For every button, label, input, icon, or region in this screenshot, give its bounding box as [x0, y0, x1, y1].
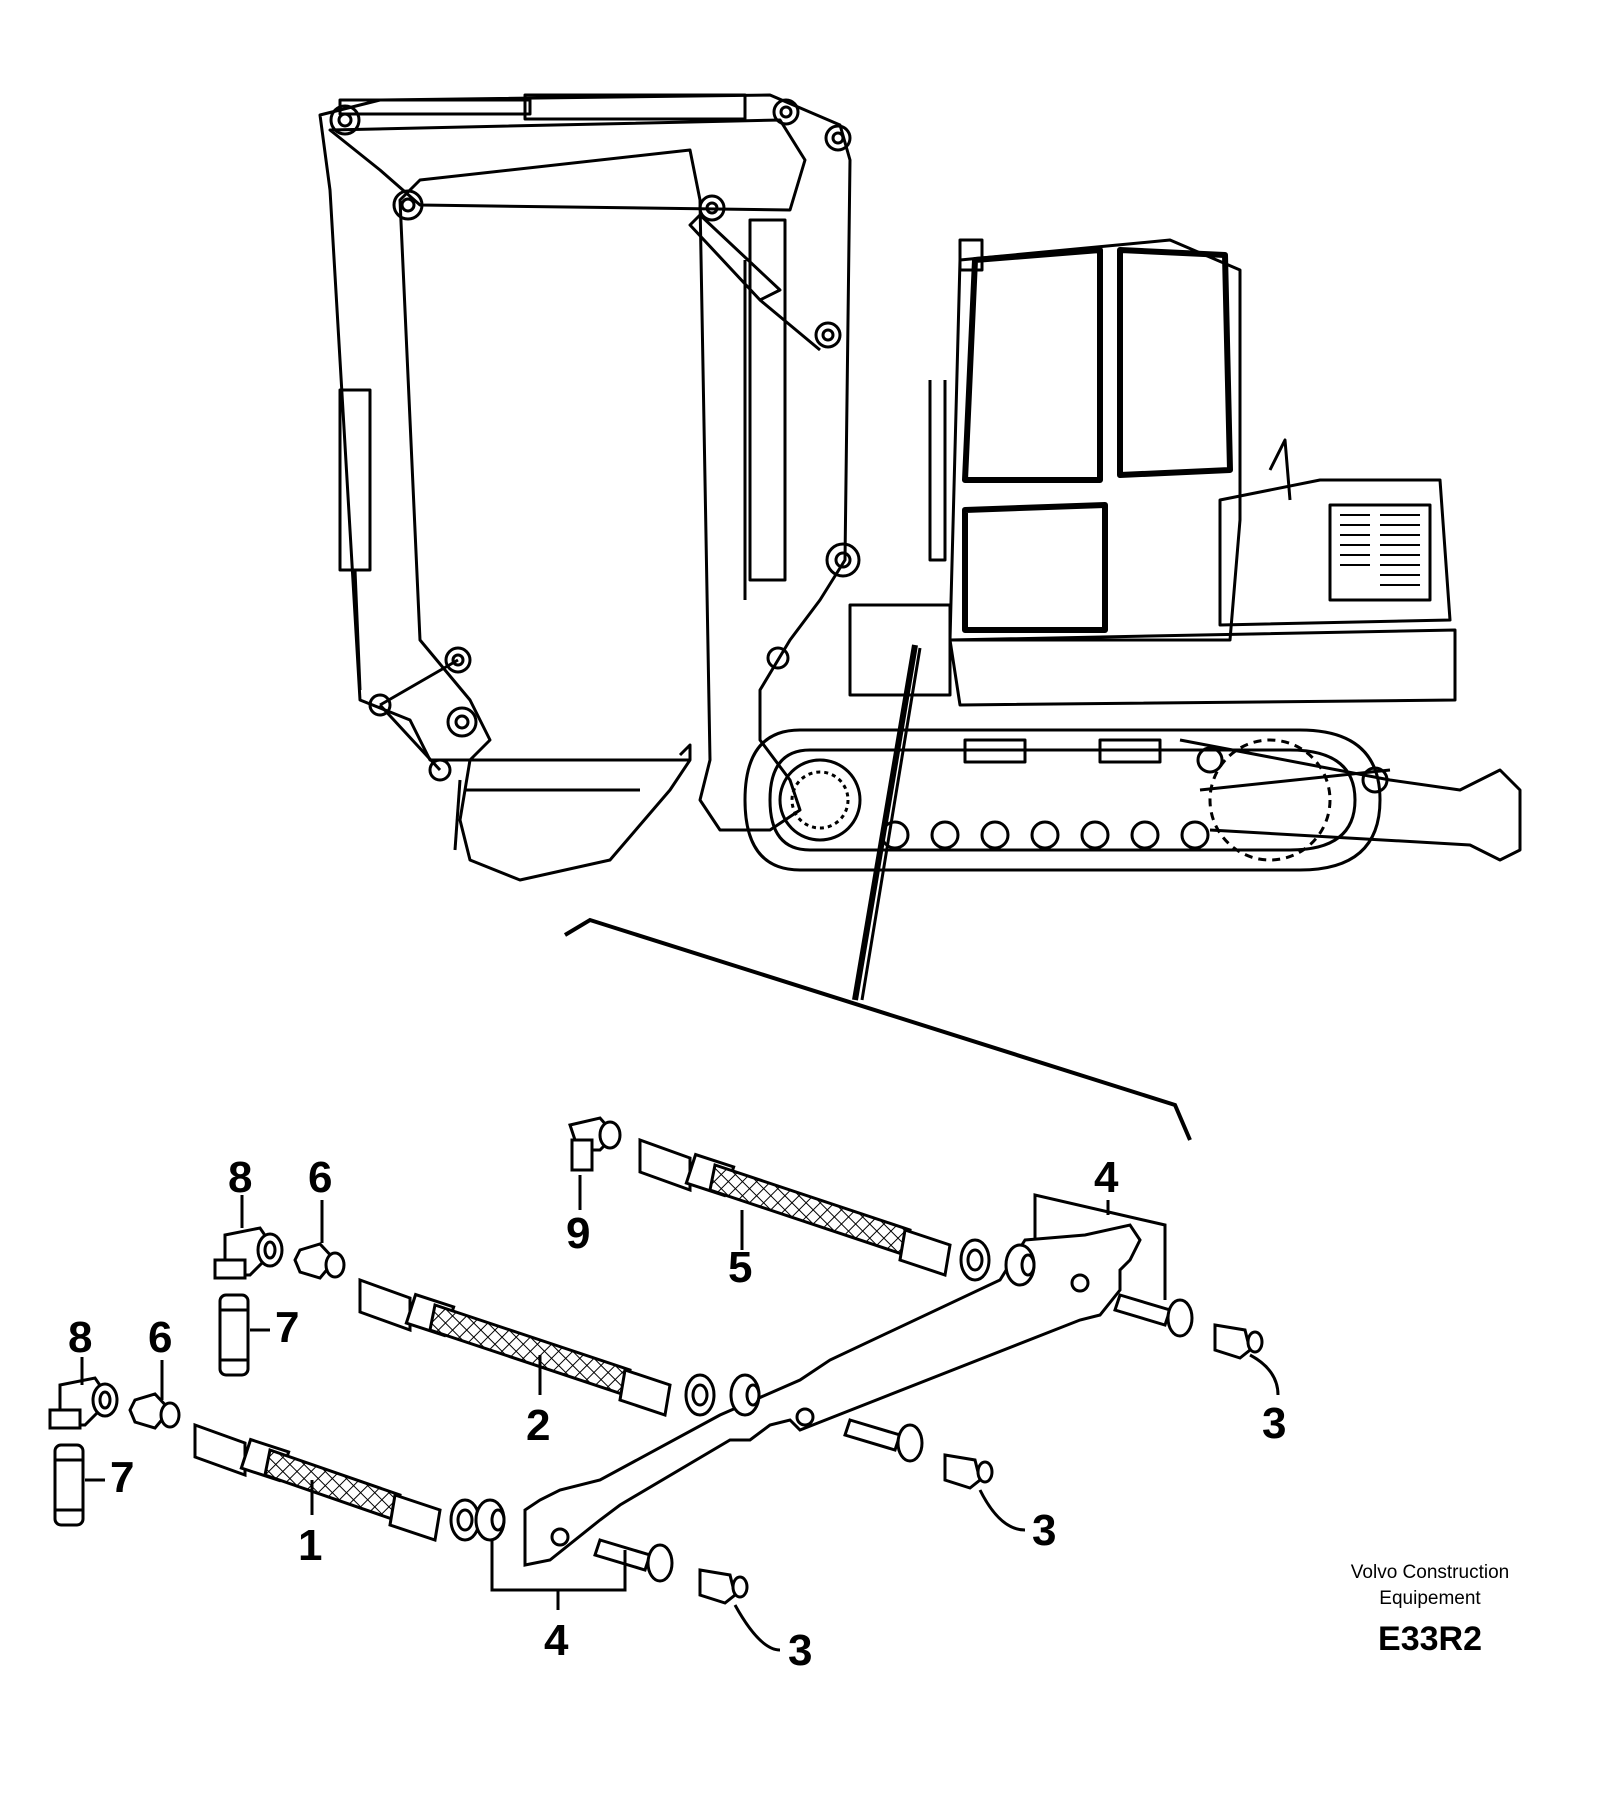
- drawing-code: E33R2: [1378, 1620, 1482, 1658]
- adapter-icon: [128, 1392, 181, 1430]
- brand-name: Volvo Construction Equipement: [1300, 1560, 1560, 1612]
- detail-outline: [563, 917, 1192, 1141]
- elbow-fitting-icon: [213, 1226, 284, 1280]
- callout-3: 3: [1262, 1399, 1286, 1448]
- nipple-icon: [218, 1293, 250, 1377]
- nut-icon: [474, 1243, 1036, 1542]
- callout-1: 1: [298, 1521, 322, 1570]
- adapter-icon: [698, 1323, 1264, 1605]
- brand-line-2: Equipement: [1379, 1588, 1481, 1609]
- callout-2: 2: [526, 1401, 550, 1450]
- adapter-icon: [293, 1242, 346, 1280]
- elbow-fitting-icon: [48, 1376, 119, 1430]
- hose-icon: [358, 1277, 716, 1417]
- bracket-plate-icon: [523, 1223, 1142, 1567]
- callout-6: 6: [148, 1313, 172, 1362]
- callout-6: 6: [308, 1153, 332, 1202]
- leader-lines: [80, 1175, 1280, 1652]
- excavator-illustration: [318, 93, 1522, 1001]
- callout-3: 3: [1032, 1506, 1056, 1555]
- brand-line-1: Volvo Construction: [1350, 1562, 1510, 1583]
- callout-5: 5: [728, 1243, 752, 1292]
- callout-4: 4: [1094, 1153, 1119, 1202]
- elbow-fitting-icon: [568, 1116, 622, 1172]
- nipple-icon: [53, 1443, 85, 1527]
- callout-7: 7: [110, 1453, 134, 1502]
- callout-8: 8: [228, 1153, 252, 1202]
- callout-4: 4: [544, 1616, 569, 1665]
- hose-icon: [638, 1137, 991, 1282]
- callout-9: 9: [566, 1209, 590, 1258]
- callout-3: 3: [788, 1626, 812, 1675]
- callout-8: 8: [68, 1313, 92, 1362]
- bolt-icon: [593, 1293, 1194, 1583]
- callout-7: 7: [275, 1303, 299, 1352]
- hose-icon: [193, 1422, 481, 1542]
